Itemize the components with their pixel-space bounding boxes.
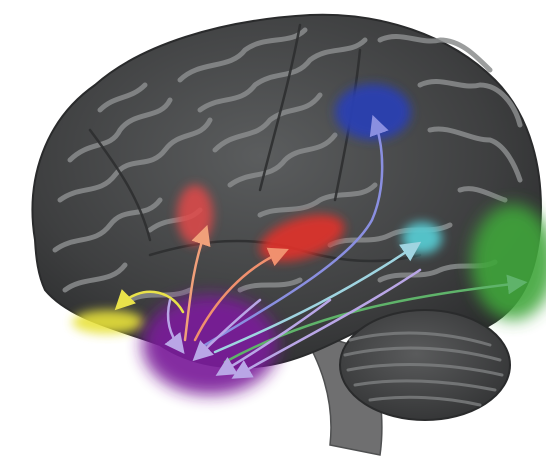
region-blue <box>335 84 411 140</box>
region-yellow <box>72 310 144 334</box>
region-red-small <box>177 185 213 245</box>
